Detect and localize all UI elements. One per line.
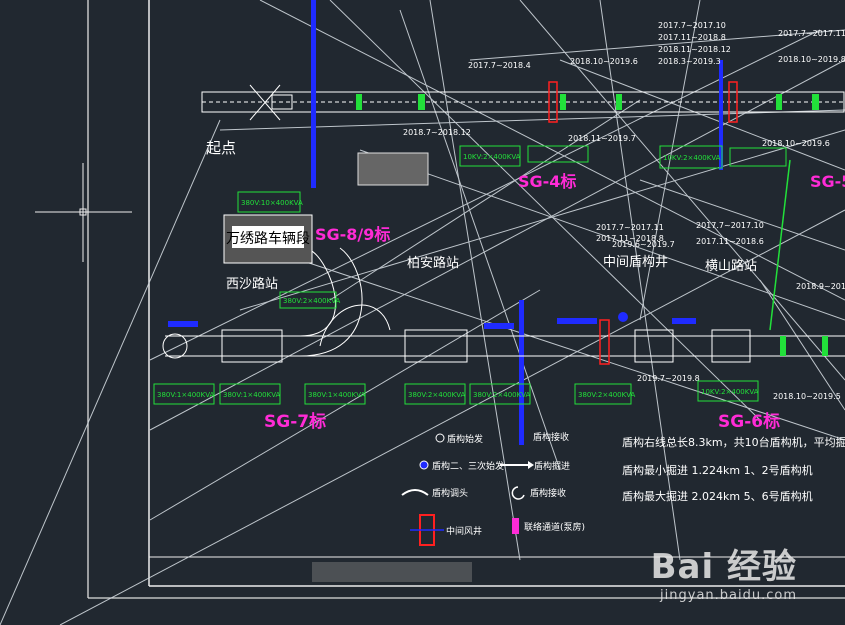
date-label: 2019.6~2019.7: [612, 240, 675, 249]
date-label: 2018.7~2018.12: [403, 128, 471, 137]
date-label: 2018.9~2019.7: [796, 282, 845, 291]
power-label: 380V:1×400KVA: [157, 391, 215, 399]
sg5-label: SG-5: [810, 172, 845, 191]
date-label: 2017.7~2017.10: [696, 221, 764, 230]
lower-tunnel: [162, 247, 845, 363]
jingshan-station-label: 横山路站: [705, 258, 757, 274]
crosshair-cursor-icon[interactable]: [35, 163, 132, 262]
link-channel-icon: [512, 518, 519, 534]
date-label: 2018.11~2019.7: [568, 134, 636, 143]
lower-blue-marks: [168, 312, 696, 329]
upper-tunnel: [201, 84, 845, 121]
legend-shield-advance: 盾构掘进: [534, 460, 570, 472]
power-label: 10KV:2×400KVA: [663, 154, 721, 162]
power-label: 380V:2×400KVA: [408, 391, 466, 399]
turnaround-icon: [401, 489, 429, 496]
shield-second-icon: [419, 460, 429, 470]
legend-shield-start: 盾构始发: [447, 433, 483, 445]
legend-shield-second: 盾构二、三次始发: [432, 460, 504, 472]
sg6-label: SG-6标: [718, 411, 780, 432]
xian-station-label: 柏安路站: [407, 255, 459, 271]
legend-shield-receive: 盾构接收: [533, 431, 569, 443]
date-label: 2017.7~2017.11: [778, 29, 845, 38]
hatched-block: [357, 152, 429, 186]
date-label: 2018.10~2019.5: [773, 392, 841, 401]
receive-icon: [511, 486, 525, 500]
boundary-blue-2: [719, 60, 723, 170]
title-block-blurred: [312, 562, 472, 582]
power-label: 380V:1×400KVA: [308, 391, 366, 399]
boundary-blue-3: [519, 300, 524, 445]
mid-shaft-red-2: [728, 81, 738, 123]
date-label: 2017.7~2017.11: [596, 223, 664, 232]
date-label: 2018.10~2019.6: [762, 139, 830, 148]
baidu-watermark: Bai 经验 jingyan.baidu.com: [651, 539, 797, 603]
sg4-label: SG-4标: [518, 172, 576, 191]
note-line-3: 盾构最大掘进 2.024km 5、6号盾构机: [622, 489, 813, 503]
power-boxes: [153, 145, 787, 405]
date-label: 2018.11~2018.12: [658, 45, 731, 54]
legend-shield-turnaround: 盾构调头: [432, 487, 468, 499]
date-label: 2017.7~2018.4: [468, 61, 531, 70]
watermark-url: jingyan.baidu.com: [660, 588, 797, 603]
legend: 盾构始发 盾构二、三次始发 盾构掘进 盾构接收 盾构调头 盾构接收 中间风井 联…: [401, 431, 585, 546]
date-label: 2017.11~2018.6: [696, 237, 764, 246]
advance-arrow-head-icon: [528, 461, 534, 469]
power-label: 10KV:2×400KVA: [701, 388, 759, 396]
boundary-blue-1: [311, 0, 316, 188]
sg7-label: SG-7标: [264, 411, 326, 432]
mid-shaft-red-3: [599, 319, 610, 365]
date-label: 2018.10~2019.8: [778, 55, 845, 64]
green-leader: [769, 159, 791, 331]
wanxiu-shaft-label: 万绣路车辆段: [226, 230, 310, 247]
date-label: 2017.7~2017.10: [658, 21, 726, 30]
mid-shaft-red-1: [548, 81, 558, 123]
power-label: 380V:2×400KVA: [283, 297, 341, 305]
note-line-2: 盾构最小掘进 1.224km 1、2号盾构机: [622, 463, 813, 477]
legend-shield-receive-2: 盾构接收: [530, 487, 566, 499]
sg89-label: SG-8/9标: [315, 225, 390, 244]
date-label: 2019.7~2019.8: [637, 374, 700, 383]
power-box-labels: 380V:10×400KVA 10KV:2×400KVA 380V:2×400K…: [157, 153, 759, 399]
note-line-1: 盾构右线总长8.3km，共10台盾构机，平均掘进1.66km: [622, 435, 845, 449]
xisha-station-label: 西沙路站: [226, 276, 278, 292]
power-label: 10KV:2×400KVA: [463, 153, 521, 161]
date-annotations: 2017.7~2018.4 2018.10~2019.6 2018.7~2018…: [403, 21, 845, 401]
power-label: 380V:2×400KVA: [578, 391, 636, 399]
date-label: 2018.10~2019.6: [570, 57, 638, 66]
power-label: 380V:10×400KVA: [241, 199, 303, 207]
legend-link-channel: 联络通道(泵房): [524, 521, 585, 533]
date-label: 2018.3~2019.3: [658, 57, 721, 66]
wanxiu-shaft-label-bg: [232, 226, 304, 248]
legend-mid-shaft: 中间风井: [446, 525, 482, 537]
watermark-logo: Bai 经验: [650, 547, 797, 587]
start-point-label: 起点: [206, 139, 236, 157]
upper-green-marks: [356, 94, 819, 110]
lower-green-marks: [780, 336, 828, 356]
date-label: 2017.11~2018.8: [596, 234, 664, 243]
power-label: 380V:1×400KVA: [223, 391, 281, 399]
zhongjian-well-label: 中间盾构井: [603, 255, 668, 270]
power-label: 380V:2×400KVA: [473, 391, 531, 399]
shield-start-icon: [435, 433, 445, 443]
date-label: 2017.11~2018.8: [658, 33, 726, 42]
